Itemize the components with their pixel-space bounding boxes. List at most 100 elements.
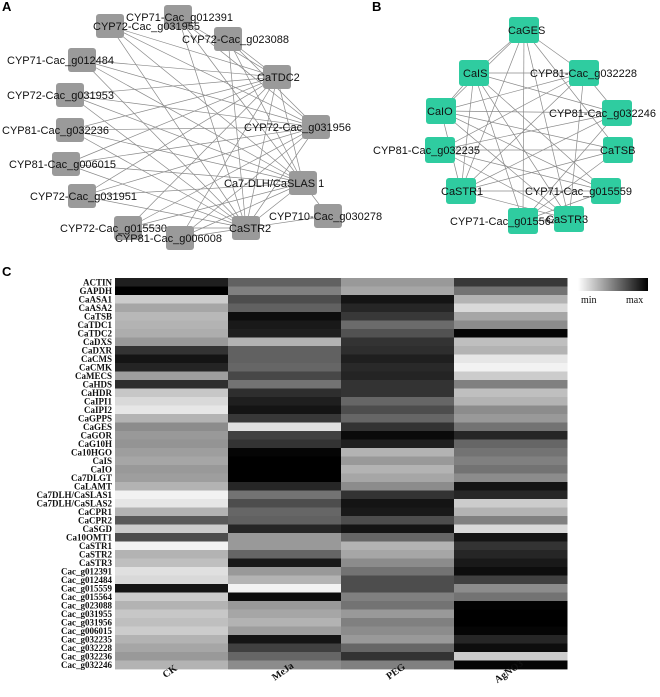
heatmap-cell [341, 533, 455, 542]
heatmap-cell [454, 626, 568, 636]
heatmap-cell [115, 414, 229, 423]
heatmap-cell [115, 635, 229, 644]
heatmap-row-label: CaCPR1 [78, 507, 112, 517]
heatmap-cell [341, 431, 455, 440]
heatmap-cell [115, 320, 229, 330]
heatmap-cell [228, 414, 342, 423]
network-a-node [302, 115, 330, 139]
heatmap-cell [341, 388, 455, 398]
heatmap-row-label: Cac_g015564 [61, 592, 112, 602]
network-b-node [446, 178, 476, 204]
network-a-edge [177, 16, 304, 184]
network-a-node-label: CYP71-Cac_g012484 [7, 55, 114, 67]
heatmap-cell [454, 354, 568, 364]
network-b-node-label: CaSTR3 [546, 214, 588, 226]
heatmap-cell [454, 380, 568, 389]
heatmap-cell [454, 448, 568, 457]
network-a-node-label: CYP81-Cac_g006008 [115, 233, 222, 245]
heatmap-cell [228, 507, 342, 517]
network-b-edge [460, 149, 619, 192]
heatmap-cell [228, 320, 342, 330]
heatmap-cell [341, 346, 455, 355]
network-a-edge [276, 76, 304, 184]
network-a-node [68, 184, 96, 208]
heatmap-cell [454, 660, 568, 670]
network-b-node-label: CYP81-Cac_g032228 [530, 68, 637, 80]
heatmap-cell [454, 635, 568, 644]
heatmap-row-label: CaIO [90, 464, 112, 474]
heatmap-row-label: Cac_g032235 [61, 634, 112, 644]
heatmap-cell [115, 660, 229, 670]
heatmap-cell [228, 278, 342, 287]
heatmap-cell [454, 439, 568, 449]
network-b-node [554, 206, 584, 232]
heatmap-cell [228, 524, 342, 534]
heatmap-row-label: CaTSB [84, 311, 112, 321]
network-a-node-label: CaTDC2 [257, 72, 300, 84]
network-a-edge [179, 126, 317, 239]
network-b-node-label: CYP71-Cac_g015564 [450, 216, 557, 228]
heatmap-cell [115, 363, 229, 372]
heatmap: ACTINGAPDHCaASA1CaASA2CaTSBCaTDC1CaTDC2C… [36, 277, 568, 686]
network-b-node [591, 178, 621, 204]
heatmap-row-label: CaHDR [81, 388, 112, 398]
heatmap-cell [341, 567, 455, 576]
heatmap-row-label: CaASA2 [78, 303, 112, 313]
heatmap-cell [341, 609, 455, 619]
heatmap-row-label: Cac_g012484 [61, 575, 112, 585]
heatmap-cell [115, 575, 229, 585]
heatmap-row-label: Cac_g032246 [61, 660, 112, 670]
heatmap-row-label: CaIPI1 [84, 396, 113, 406]
heatmap-cell [115, 422, 229, 432]
network-a-edge [109, 25, 278, 78]
network-b-node-label: CaSTR1 [441, 186, 483, 198]
heatmap-cell [341, 507, 455, 517]
heatmap-cell [341, 295, 455, 304]
heatmap-cell [228, 405, 342, 415]
heatmap-cell [228, 490, 342, 500]
network-b-node-label: CaIO [427, 106, 453, 118]
heatmap-cell [454, 388, 568, 398]
heatmap-cell [228, 609, 342, 619]
network-a-node-label: CYP81-Cac_g006015 [9, 159, 116, 171]
heatmap-cell [454, 643, 568, 653]
heatmap-cell [454, 286, 568, 296]
heatmap-cell [341, 456, 455, 466]
network-a-edge [179, 182, 304, 239]
heatmap-cell [228, 660, 342, 670]
heatmap-cell [115, 550, 229, 559]
heatmap-cell [341, 558, 455, 568]
heatmap-row-label: CaSTR3 [79, 558, 113, 568]
heatmap-cell [341, 524, 455, 534]
heatmap-cell [454, 405, 568, 415]
network-b-edge [439, 149, 570, 220]
heatmap-cell [454, 303, 568, 313]
heatmap-cell [115, 609, 229, 619]
heatmap-row-label: CaTDC2 [77, 328, 112, 338]
heatmap-cell [341, 405, 455, 415]
heatmap-cell [454, 422, 568, 432]
heatmap-row-label: CaASA1 [78, 294, 112, 304]
heatmap-row-label: GAPDH [80, 286, 113, 296]
heatmap-cell [454, 397, 568, 406]
heatmap-cell [115, 652, 229, 661]
heatmap-cell [341, 626, 455, 636]
network-a-edge [227, 38, 304, 184]
heatmap-cell [341, 312, 455, 321]
heatmap-cell [454, 507, 568, 517]
heatmap-row-label: CaGOR [81, 430, 113, 440]
network-a-edge [179, 76, 278, 239]
heatmap-cell [454, 465, 568, 474]
heatmap-row-label: CaIPI2 [84, 405, 113, 415]
network-b-edge [568, 72, 585, 220]
heatmap-cell [115, 558, 229, 568]
heatmap-cell [115, 473, 229, 483]
heatmap-cell [341, 584, 455, 593]
heatmap-cell [341, 337, 455, 347]
heatmap-cell [228, 558, 342, 568]
heatmap-cell [454, 490, 568, 500]
network-a-node [314, 204, 342, 228]
heatmap-cell [115, 524, 229, 534]
heatmap-cell [228, 422, 342, 432]
heatmap-cell [341, 482, 455, 491]
